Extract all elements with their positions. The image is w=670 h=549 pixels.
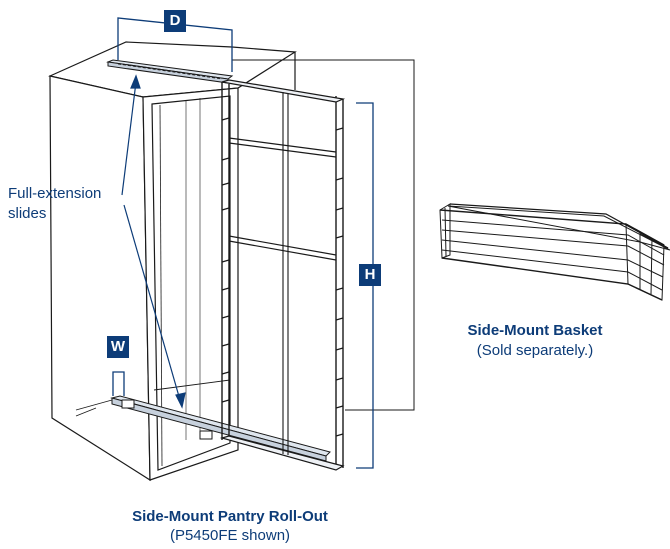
rollout-frame bbox=[219, 59, 415, 471]
bottom-slide bbox=[75, 395, 331, 462]
slides-callout-line1: Full-extension bbox=[8, 185, 102, 202]
basket-title: Side-Mount Basket bbox=[467, 322, 603, 339]
width-tag: W bbox=[107, 336, 129, 358]
cabinet-opening bbox=[151, 95, 231, 471]
cabinet-left-side bbox=[49, 75, 151, 482]
product-subtitle: (P5450FE shown) bbox=[169, 527, 291, 544]
slide-callout-arrows bbox=[121, 74, 186, 409]
basket-subtitle: (Sold separately.) bbox=[476, 342, 594, 359]
basket-illustration bbox=[439, 203, 670, 301]
top-slide bbox=[106, 59, 234, 84]
depth-tag: D bbox=[164, 10, 186, 32]
cabinet bbox=[48, 41, 297, 482]
height-tag: H bbox=[359, 264, 381, 286]
product-title: Side-Mount Pantry Roll-Out bbox=[132, 508, 328, 525]
slides-callout-line2: slides bbox=[8, 205, 47, 222]
width-dimension bbox=[112, 371, 125, 396]
